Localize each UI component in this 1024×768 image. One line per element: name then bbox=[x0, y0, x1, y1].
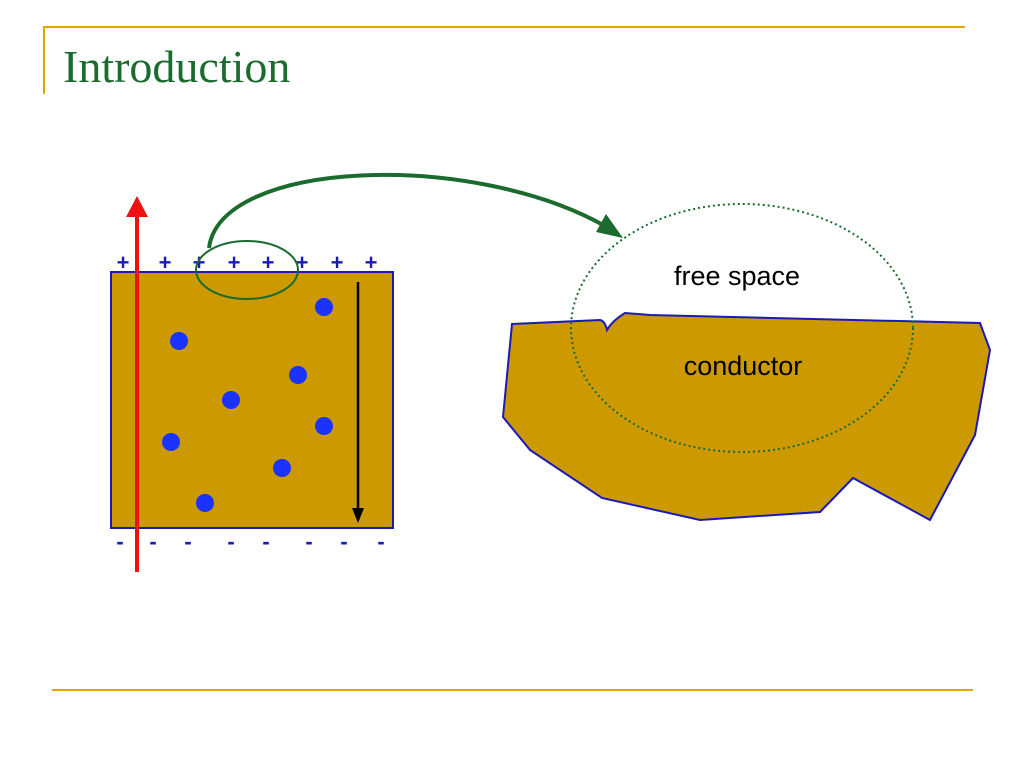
minus-icon: - bbox=[340, 529, 347, 554]
electron bbox=[196, 494, 214, 512]
minus-icon: - bbox=[377, 529, 384, 554]
minus-icon: - bbox=[116, 529, 123, 554]
plus-icon: + bbox=[228, 250, 241, 275]
plus-icon: + bbox=[331, 250, 344, 275]
conductor-block bbox=[110, 271, 394, 529]
footer-accent-rule bbox=[52, 689, 973, 691]
external-field-arrow bbox=[126, 196, 148, 572]
magnifier-ellipse bbox=[570, 203, 914, 453]
slide-title: Introduction bbox=[63, 41, 291, 92]
plus-icon: + bbox=[117, 250, 130, 275]
plus-icon: + bbox=[365, 250, 378, 275]
internal-field-arrow bbox=[352, 282, 364, 523]
title-accent-vertical-rule bbox=[43, 26, 45, 94]
conductor-label: conductor bbox=[684, 351, 803, 381]
electron bbox=[315, 417, 333, 435]
free-space-label: free space bbox=[674, 261, 800, 291]
electron bbox=[222, 391, 240, 409]
magnified-conductor-surface bbox=[501, 311, 992, 522]
surface-charges-top: + + + + + + + + bbox=[117, 250, 378, 275]
plus-icon: + bbox=[159, 250, 172, 275]
electron bbox=[289, 366, 307, 384]
minus-icon: - bbox=[262, 529, 269, 554]
zoom-arrow bbox=[207, 172, 623, 249]
electron bbox=[315, 298, 333, 316]
electron bbox=[170, 332, 188, 350]
electron bbox=[162, 433, 180, 451]
minus-icon: - bbox=[227, 529, 234, 554]
minus-icon: - bbox=[184, 529, 191, 554]
minus-icon: - bbox=[149, 529, 156, 554]
surface-highlight-ellipse bbox=[195, 240, 299, 300]
title-accent-horizontal-rule bbox=[43, 26, 965, 28]
electrons bbox=[162, 298, 333, 512]
electron bbox=[273, 459, 291, 477]
minus-icon: - bbox=[305, 529, 312, 554]
plus-icon: + bbox=[262, 250, 275, 275]
surface-charges-bottom: - - - - - - - - bbox=[116, 529, 384, 554]
